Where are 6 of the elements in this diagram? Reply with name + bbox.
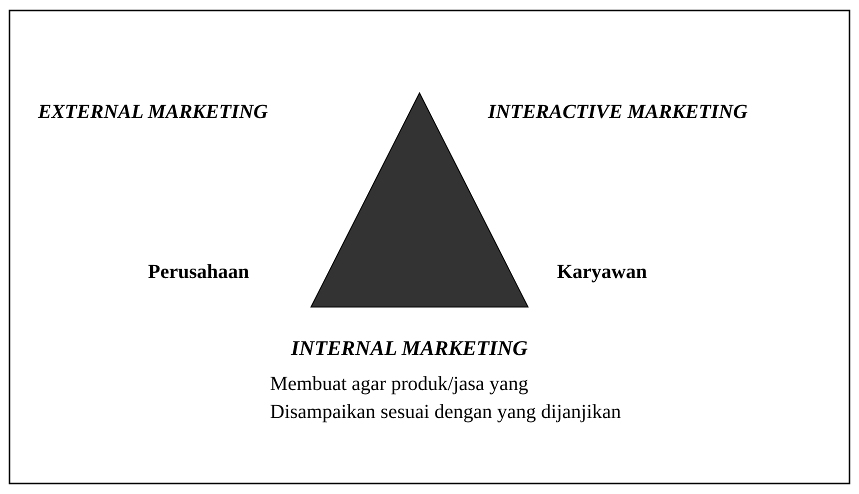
heading-text: INTERNAL MARKETING	[291, 336, 528, 361]
description-text: Membuat agar produk/jasa yang Disampaikan sesuai dengan yang dijanjikan	[270, 372, 622, 425]
label-text: Karyawan	[557, 261, 647, 284]
heading-text: EXTERNAL MARKETING	[38, 101, 268, 124]
heading-text: INTERACTIVE MARKETING	[488, 101, 748, 124]
label-text: Perusahaan	[148, 261, 250, 284]
